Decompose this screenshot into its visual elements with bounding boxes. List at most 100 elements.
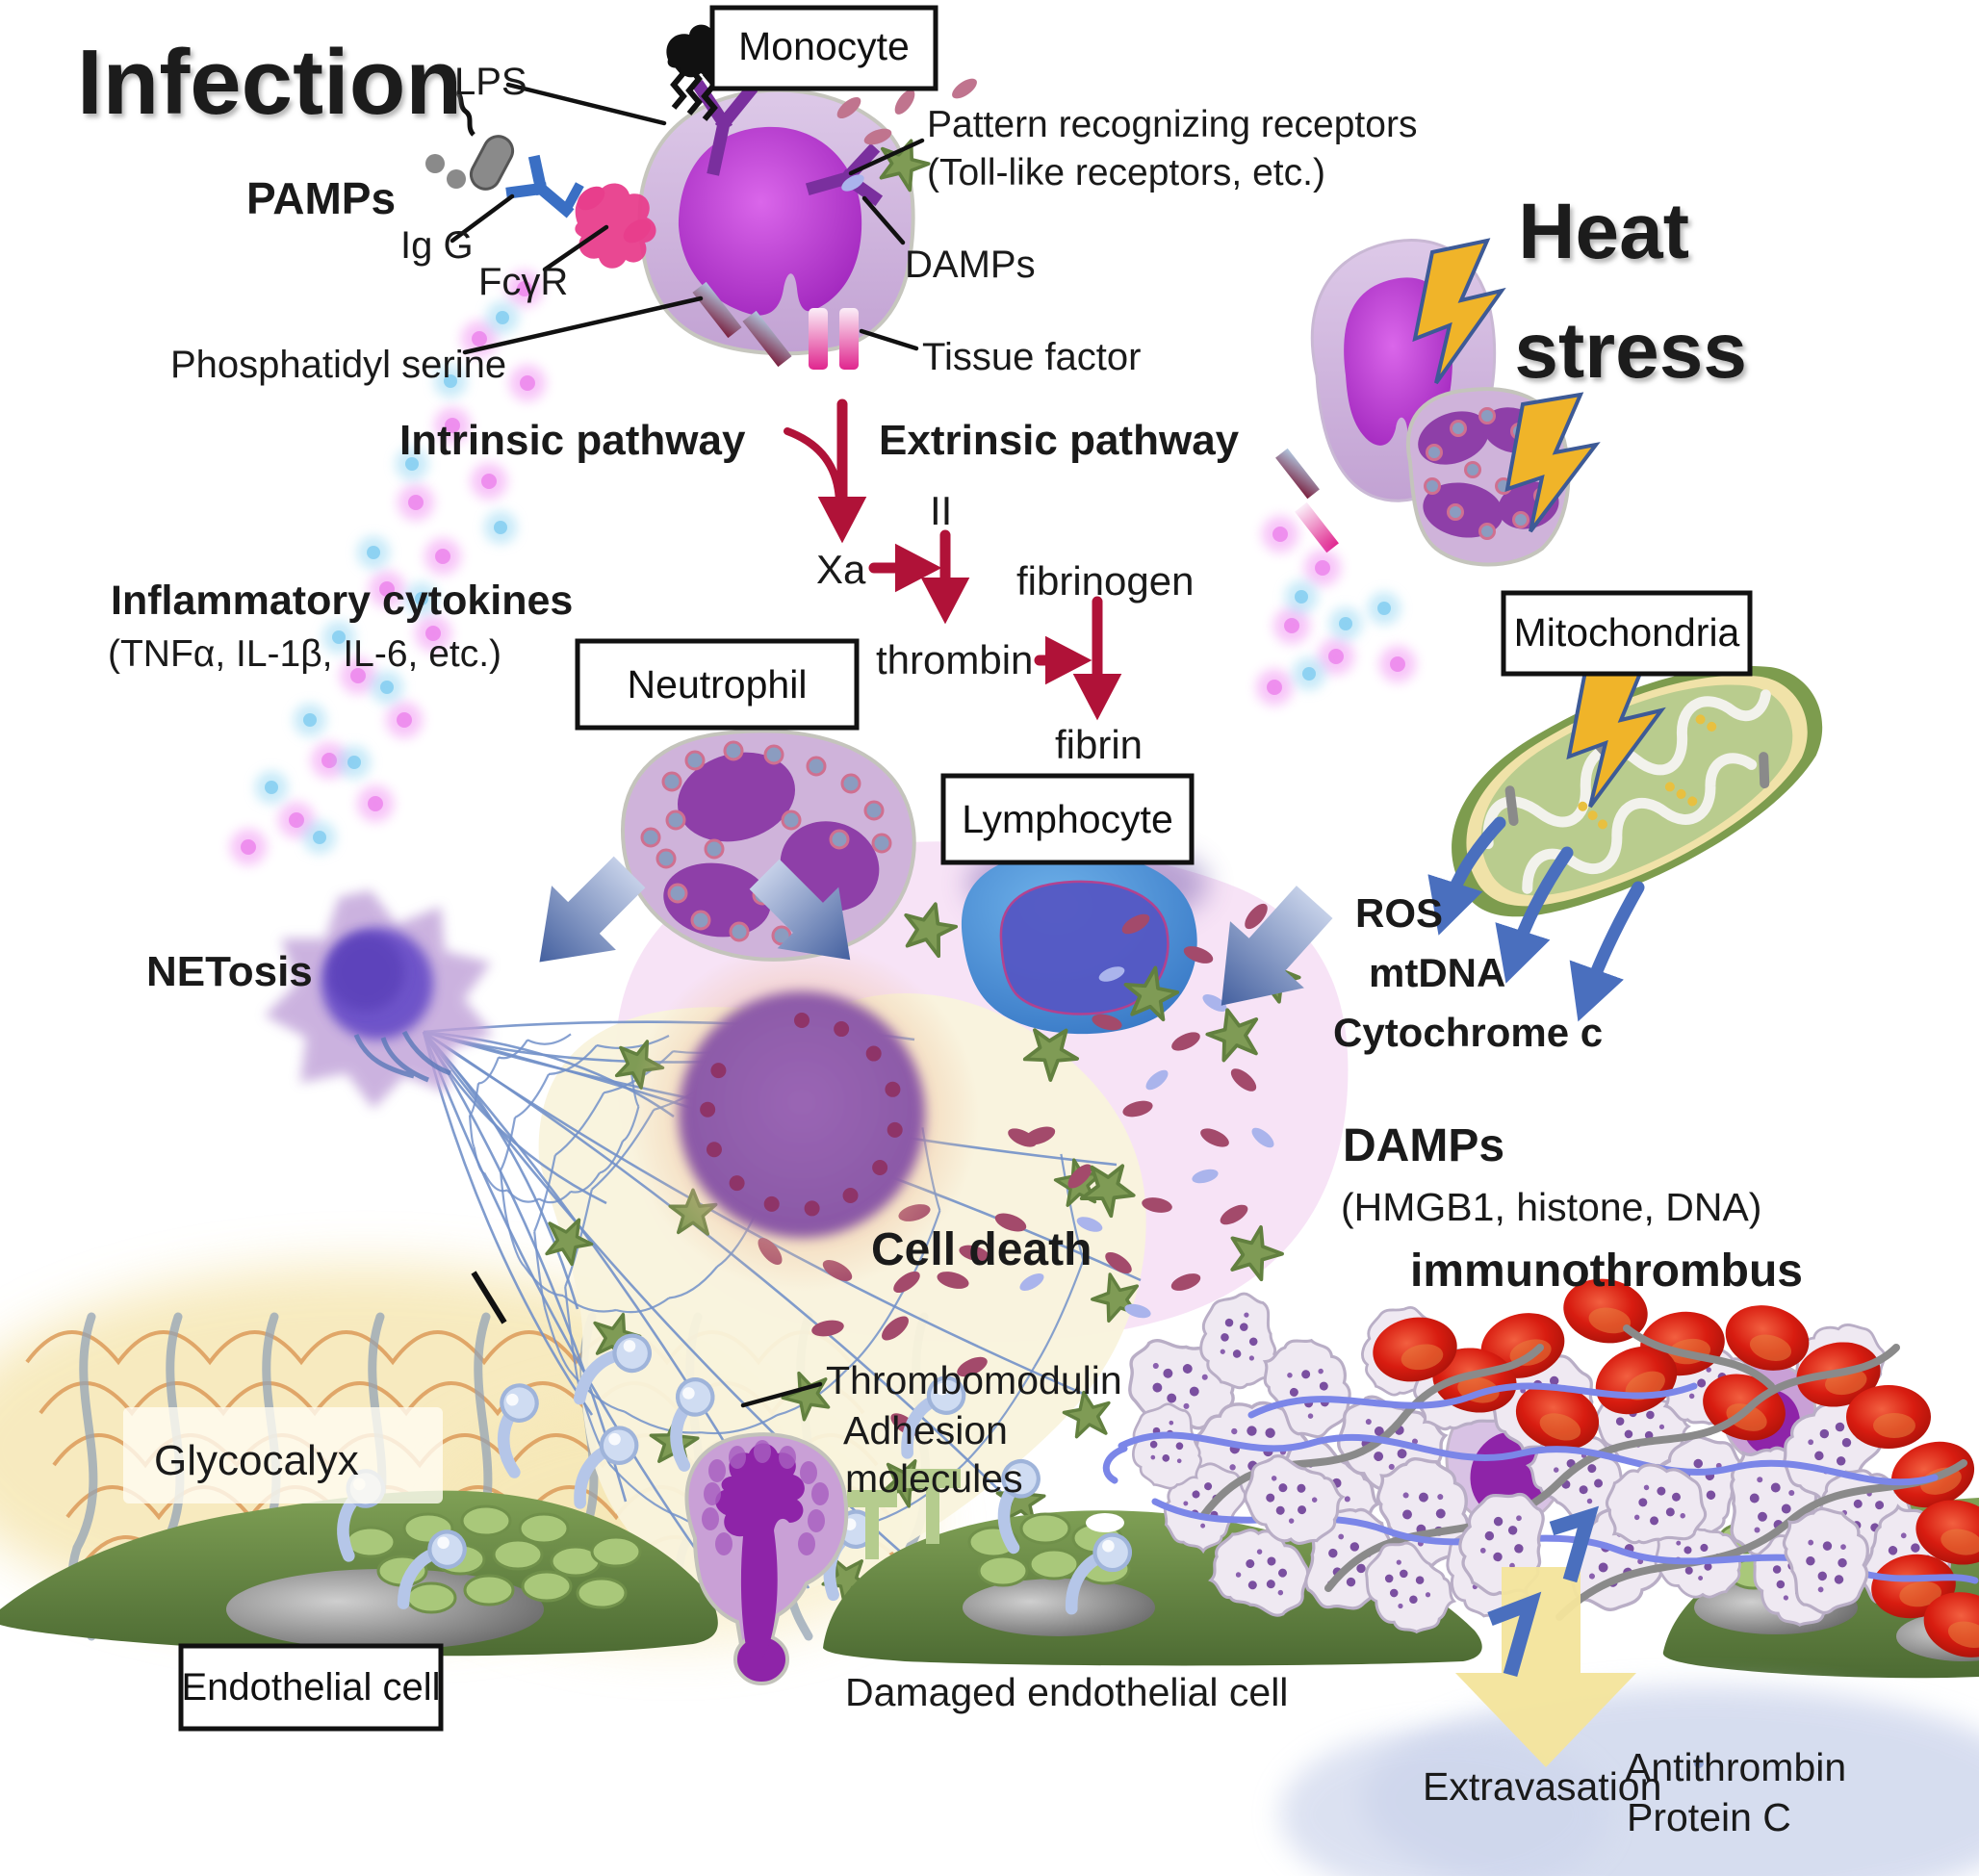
net-strand — [963, 1366, 1036, 1465]
net-strand — [624, 1410, 702, 1434]
granule-dot — [781, 810, 802, 831]
phosphatidyl-serine-icon — [1275, 448, 1339, 553]
net-strand — [554, 1092, 605, 1157]
lps-label: LPS — [454, 61, 527, 103]
granule-dot — [665, 810, 686, 831]
net-strand — [543, 1307, 571, 1371]
cytokine-dot — [445, 418, 460, 433]
cytokine-dot — [408, 495, 424, 510]
endothelial-nucleus — [963, 1579, 1155, 1636]
damp-oval-icon — [894, 90, 915, 115]
cytokine-dot — [481, 474, 497, 489]
nuclear-fragments — [700, 1013, 903, 1217]
lightning-bolt-icon — [1504, 392, 1601, 533]
endothelial-pit — [1086, 1513, 1124, 1532]
cytokine-dot — [1315, 560, 1330, 576]
damp-oval-icon — [1170, 1273, 1201, 1291]
glycocalyx-label: Glycocalyx — [154, 1437, 359, 1484]
net-strand — [422, 1031, 705, 1560]
granule-dot — [661, 771, 682, 792]
factor-ii-label: II — [930, 488, 952, 533]
lymphocyte-box-label: Lymphocyte — [962, 797, 1173, 841]
cytokine-dot — [1272, 527, 1288, 542]
cytokine-dot — [1267, 680, 1282, 695]
fibrin-strand — [1247, 1382, 1698, 1419]
adhesion-molecule-icon — [847, 1469, 961, 1559]
cytokine-dot — [435, 549, 450, 564]
nuclear-fragment-dot — [700, 1101, 716, 1118]
antithrombin-label: Antithrombin — [1625, 1745, 1846, 1789]
mitochondria-release-arrows — [1427, 816, 1645, 1022]
damp-oval-icon — [1183, 946, 1214, 964]
damp-oval-icon — [1124, 1303, 1151, 1319]
net-strand — [506, 1189, 540, 1203]
cell-death-label: Cell death — [871, 1224, 1092, 1275]
net-strand — [1060, 1153, 1085, 1261]
damp-oval-icon — [1230, 1068, 1257, 1092]
mtdna-label: mtDNA — [1369, 950, 1505, 995]
damp-oval-icon — [863, 128, 892, 145]
extrinsic-pathway-label: Extrinsic pathway — [879, 417, 1240, 464]
net-strand — [608, 1463, 681, 1519]
cytokine-dot — [350, 668, 366, 683]
net-strand — [533, 1231, 547, 1308]
granule-dot — [1478, 407, 1496, 424]
damp-oval-icon — [1245, 903, 1268, 930]
damp-oval-icon — [811, 1320, 844, 1337]
damp-oval-icon — [1076, 1217, 1103, 1232]
endothelial-vesicle — [977, 1555, 1029, 1587]
damp-oval-icon — [1200, 1128, 1229, 1147]
nuclear-fragment-dot — [710, 1063, 727, 1079]
cytokine-dot — [1302, 667, 1316, 681]
damp-oval-icon — [1098, 966, 1125, 982]
damp-oval-icon — [1251, 1127, 1274, 1148]
damps-lower-label-line1: DAMPs — [1343, 1120, 1504, 1171]
damp-oval-icon — [841, 174, 864, 192]
endothelial-vesicle — [521, 1570, 573, 1603]
net-strand — [538, 1191, 572, 1204]
nuclear-fragment-dot — [842, 1187, 859, 1203]
damp-oval-icon — [1192, 1169, 1219, 1184]
mitochondria-box: Mitochondria — [1501, 590, 1753, 677]
fibrin-label: fibrin — [1055, 722, 1143, 767]
endothelial-vesicle — [463, 1574, 515, 1606]
inflammatory-cytokine-dots — [230, 270, 1416, 865]
nuclear-fragment-dot — [865, 1045, 882, 1062]
damp-oval-icon — [1202, 994, 1227, 1012]
nuclear-fragment-dot — [834, 1021, 850, 1038]
damps-lower-label-line2: (HMGB1, histone, DNA) — [1341, 1185, 1761, 1229]
endothelial-vesicle — [590, 1535, 642, 1568]
granule-dot — [806, 756, 827, 777]
tissue-factor-label: Tissue factor — [922, 336, 1141, 378]
granule-dot — [1424, 477, 1441, 495]
cytokine-dot — [289, 812, 304, 828]
net-strand — [500, 1117, 517, 1171]
heat-stressed-neutrophil — [1406, 387, 1601, 567]
thrombin-label: thrombin — [876, 637, 1033, 682]
bacterium-icon — [425, 90, 515, 191]
dna-strand — [1324, 1344, 1900, 1592]
net-strand — [422, 1031, 628, 1503]
damps-upper-label: DAMPs — [905, 244, 1036, 286]
adhesion-label-line2: molecules — [845, 1456, 1023, 1501]
cytokine-dot — [496, 311, 509, 324]
dna-strand — [1623, 1324, 1775, 1390]
cytokine-dot — [332, 630, 346, 644]
cytokine-dot — [444, 374, 457, 388]
red-blood-cell-icon — [1846, 1385, 1931, 1449]
cytokine-dot — [520, 375, 535, 391]
heat-title-line2: stress — [1514, 307, 1747, 395]
mitochondrion-icon — [1452, 665, 1823, 917]
endothelial-vesicle — [1019, 1512, 1071, 1545]
net-strand — [564, 1286, 580, 1385]
net-strand — [524, 1266, 564, 1298]
damp-oval-icon — [1220, 1204, 1248, 1225]
neutrophil-cell — [621, 729, 916, 962]
nuclear-fragment-dot — [804, 1200, 820, 1217]
granule-dot — [829, 829, 850, 850]
endothelial-vesicle — [576, 1577, 628, 1609]
leak-arrow-icon — [1549, 1505, 1600, 1583]
infection-title: Infection — [77, 31, 462, 134]
net-strand — [498, 1039, 528, 1060]
